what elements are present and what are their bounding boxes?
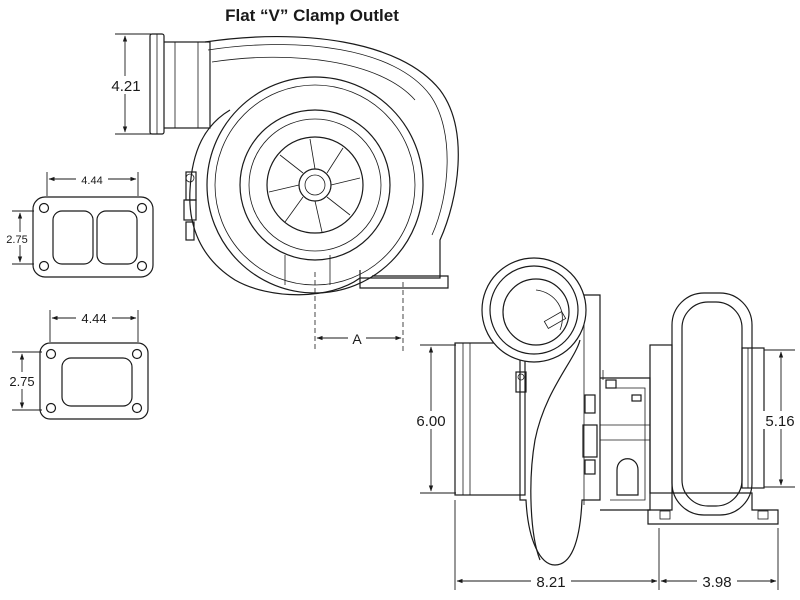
dimension-side-height-left: 6.00 [412, 344, 456, 494]
flange-single-scroll: 4.44 2.75 [5, 309, 149, 420]
dim-label-5-16: 5.16 [765, 413, 794, 430]
side-view-turbo [454, 257, 779, 566]
dimension-offset-a: A [316, 329, 402, 347]
dim-label-single-height: 2.75 [9, 374, 34, 389]
dim-label-outlet-height: 4.21 [111, 78, 140, 95]
dimension-lengths: 8.21 3.98 [454, 500, 779, 591]
dim-label-6-00: 6.00 [416, 413, 445, 430]
dim-label-a: A [352, 331, 362, 347]
dim-label-twin-height: 2.75 [6, 234, 27, 246]
dim-label-single-width: 4.44 [81, 311, 106, 326]
drawing-title: Flat “V” Clamp Outlet [225, 6, 399, 25]
flange-twin-scroll: 4.44 2.75 [2, 172, 154, 278]
dim-label-twin-width: 4.44 [81, 175, 102, 187]
top-view-turbo [149, 33, 459, 352]
dimension-outlet-height: 4.21 [106, 33, 152, 135]
dim-label-3-98: 3.98 [702, 574, 731, 591]
dim-label-8-21: 8.21 [536, 574, 565, 591]
dimension-side-height-right: 5.16 [762, 349, 800, 488]
